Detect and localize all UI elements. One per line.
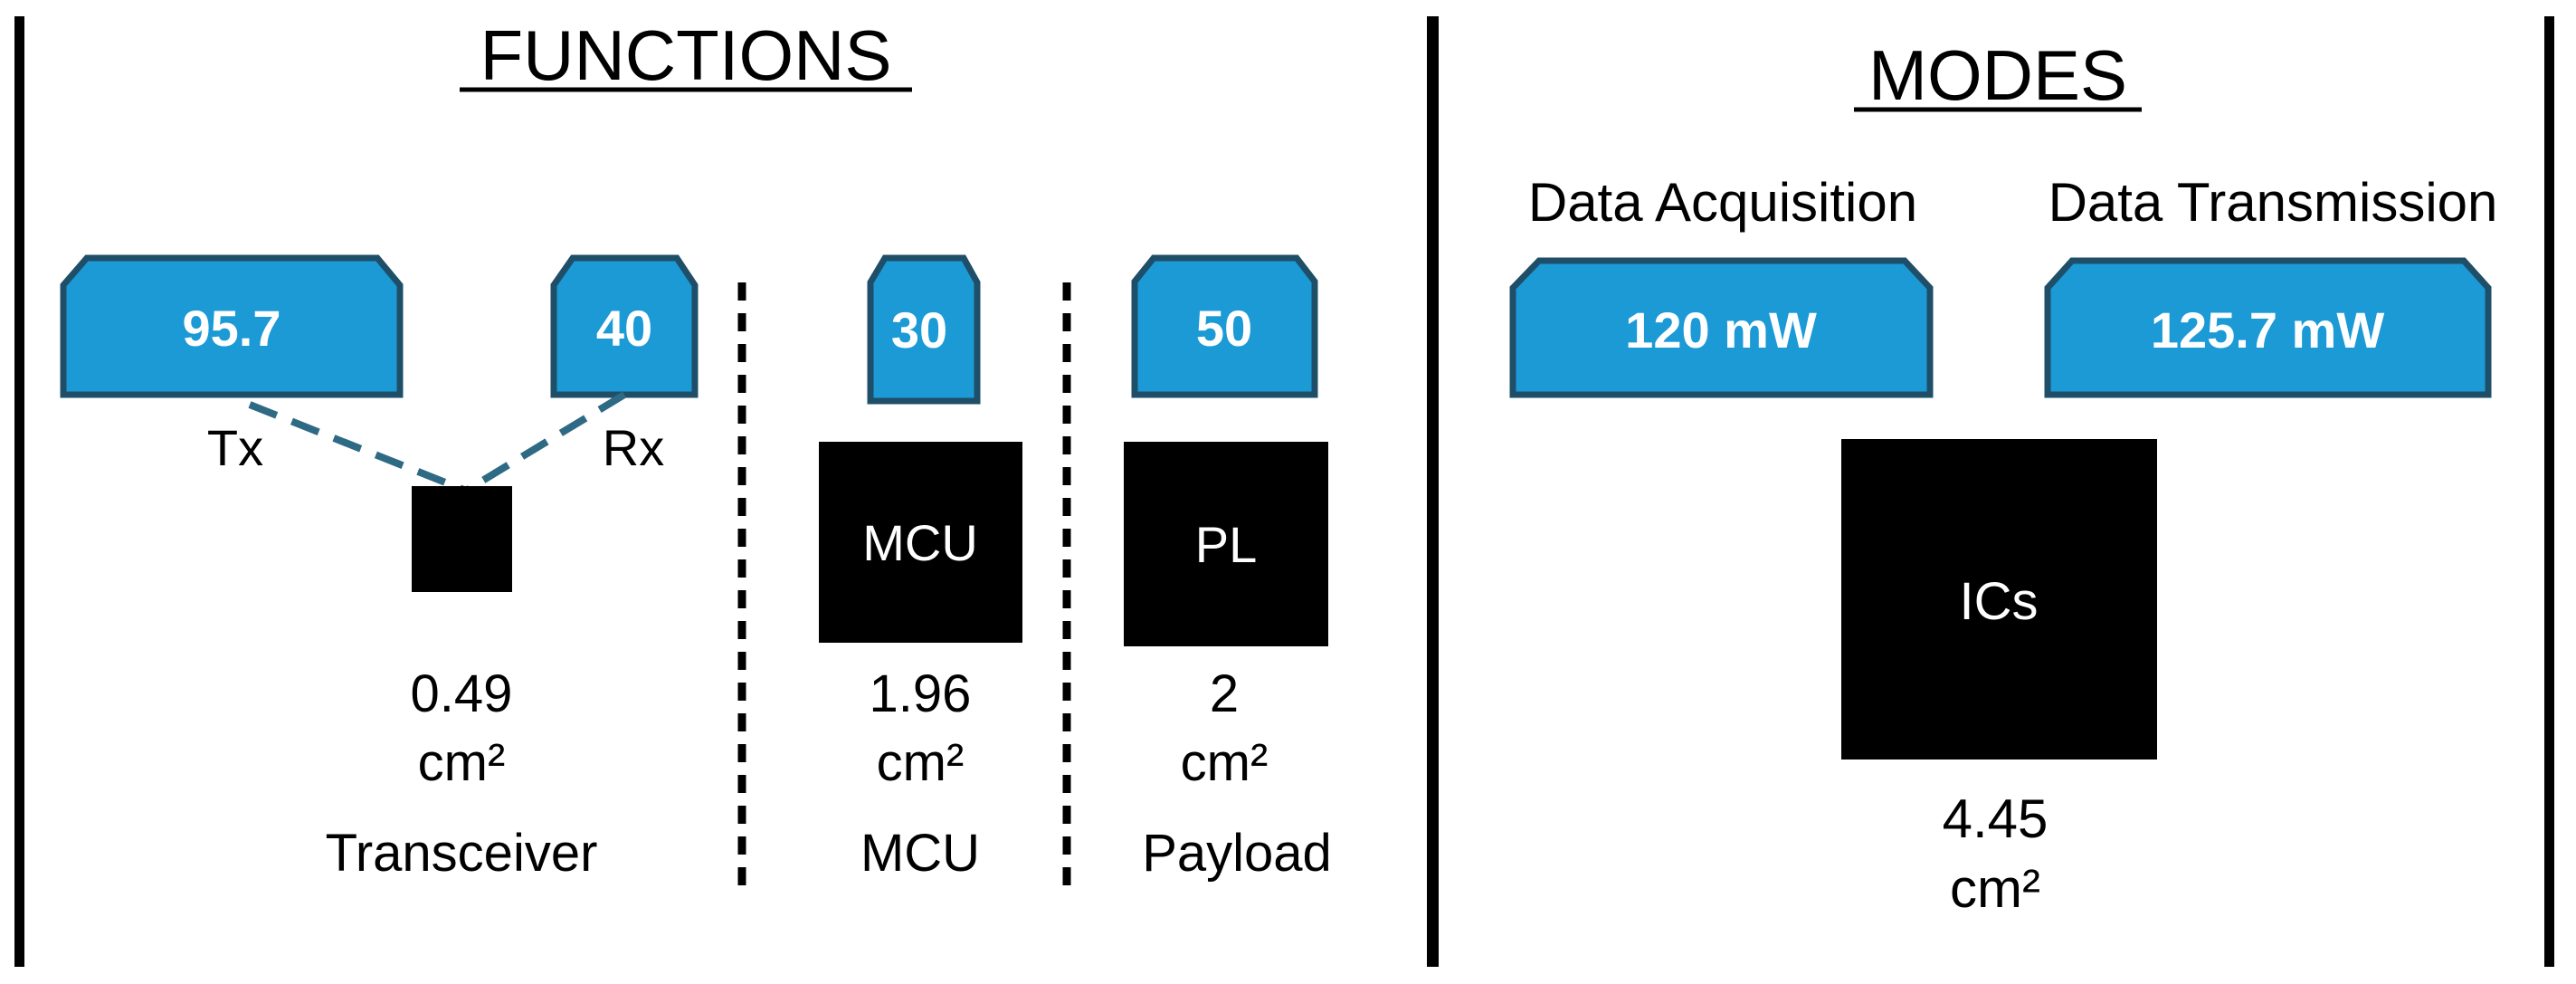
rx-power-value: 40 xyxy=(596,300,652,357)
tx-dashed-connector xyxy=(248,401,468,494)
mcu-power-tab: 30 xyxy=(867,254,981,405)
transceiver-area-value: 0.49 xyxy=(411,664,513,723)
section-divider xyxy=(1427,16,1439,967)
mcu-chip-label: MCU xyxy=(862,514,978,571)
tx-power-tab: 95.7 xyxy=(60,254,404,398)
payload-chip-label: PL xyxy=(1195,516,1258,573)
acquisition-power-tab: 120 mW xyxy=(1509,257,1934,398)
rx-label: Rx xyxy=(603,419,664,476)
transmission-power-value: 125.7 mW xyxy=(2151,301,2384,358)
ics-chip-label: ICs xyxy=(1960,572,2039,631)
payload-name: Payload xyxy=(1142,824,1332,883)
transceiver-chip xyxy=(412,486,512,592)
transceiver-name: Transceiver xyxy=(326,824,598,883)
transmission-power-tab: 125.7 mW xyxy=(2044,257,2492,398)
right-border xyxy=(2544,16,2554,967)
transceiver-area-unit: cm² xyxy=(418,733,506,792)
payload-area-unit: cm² xyxy=(1181,733,1269,792)
ics-area-unit: cm² xyxy=(1950,858,2040,919)
rx-power-tab: 40 xyxy=(550,254,699,398)
tx-label: Tx xyxy=(207,419,263,476)
payload-power-value: 50 xyxy=(1196,300,1252,357)
ics-chip xyxy=(1841,439,2157,759)
payload-chip xyxy=(1124,442,1328,646)
rx-dashed-connector xyxy=(463,391,627,494)
mcu-chip xyxy=(819,442,1022,643)
left-border xyxy=(14,16,24,967)
mcu-power-value: 30 xyxy=(891,301,947,358)
ics-area-value: 4.45 xyxy=(1943,788,2048,849)
modes-heading: MODES xyxy=(1868,35,2127,115)
payload-power-tab: 50 xyxy=(1131,254,1318,398)
tx-power-value: 95.7 xyxy=(183,300,281,357)
mcu-area-value: 1.96 xyxy=(870,664,972,723)
acquisition-label: Data Acquisition xyxy=(1528,172,1917,233)
payload-area-value: 2 xyxy=(1210,664,1239,723)
acquisition-power-value: 120 mW xyxy=(1625,301,1817,358)
mcu-area-unit: cm² xyxy=(877,733,965,792)
mcu-name: MCU xyxy=(860,824,980,883)
functions-heading: FUNCTIONS xyxy=(480,15,892,95)
transmission-label: Data Transmission xyxy=(2048,172,2498,233)
